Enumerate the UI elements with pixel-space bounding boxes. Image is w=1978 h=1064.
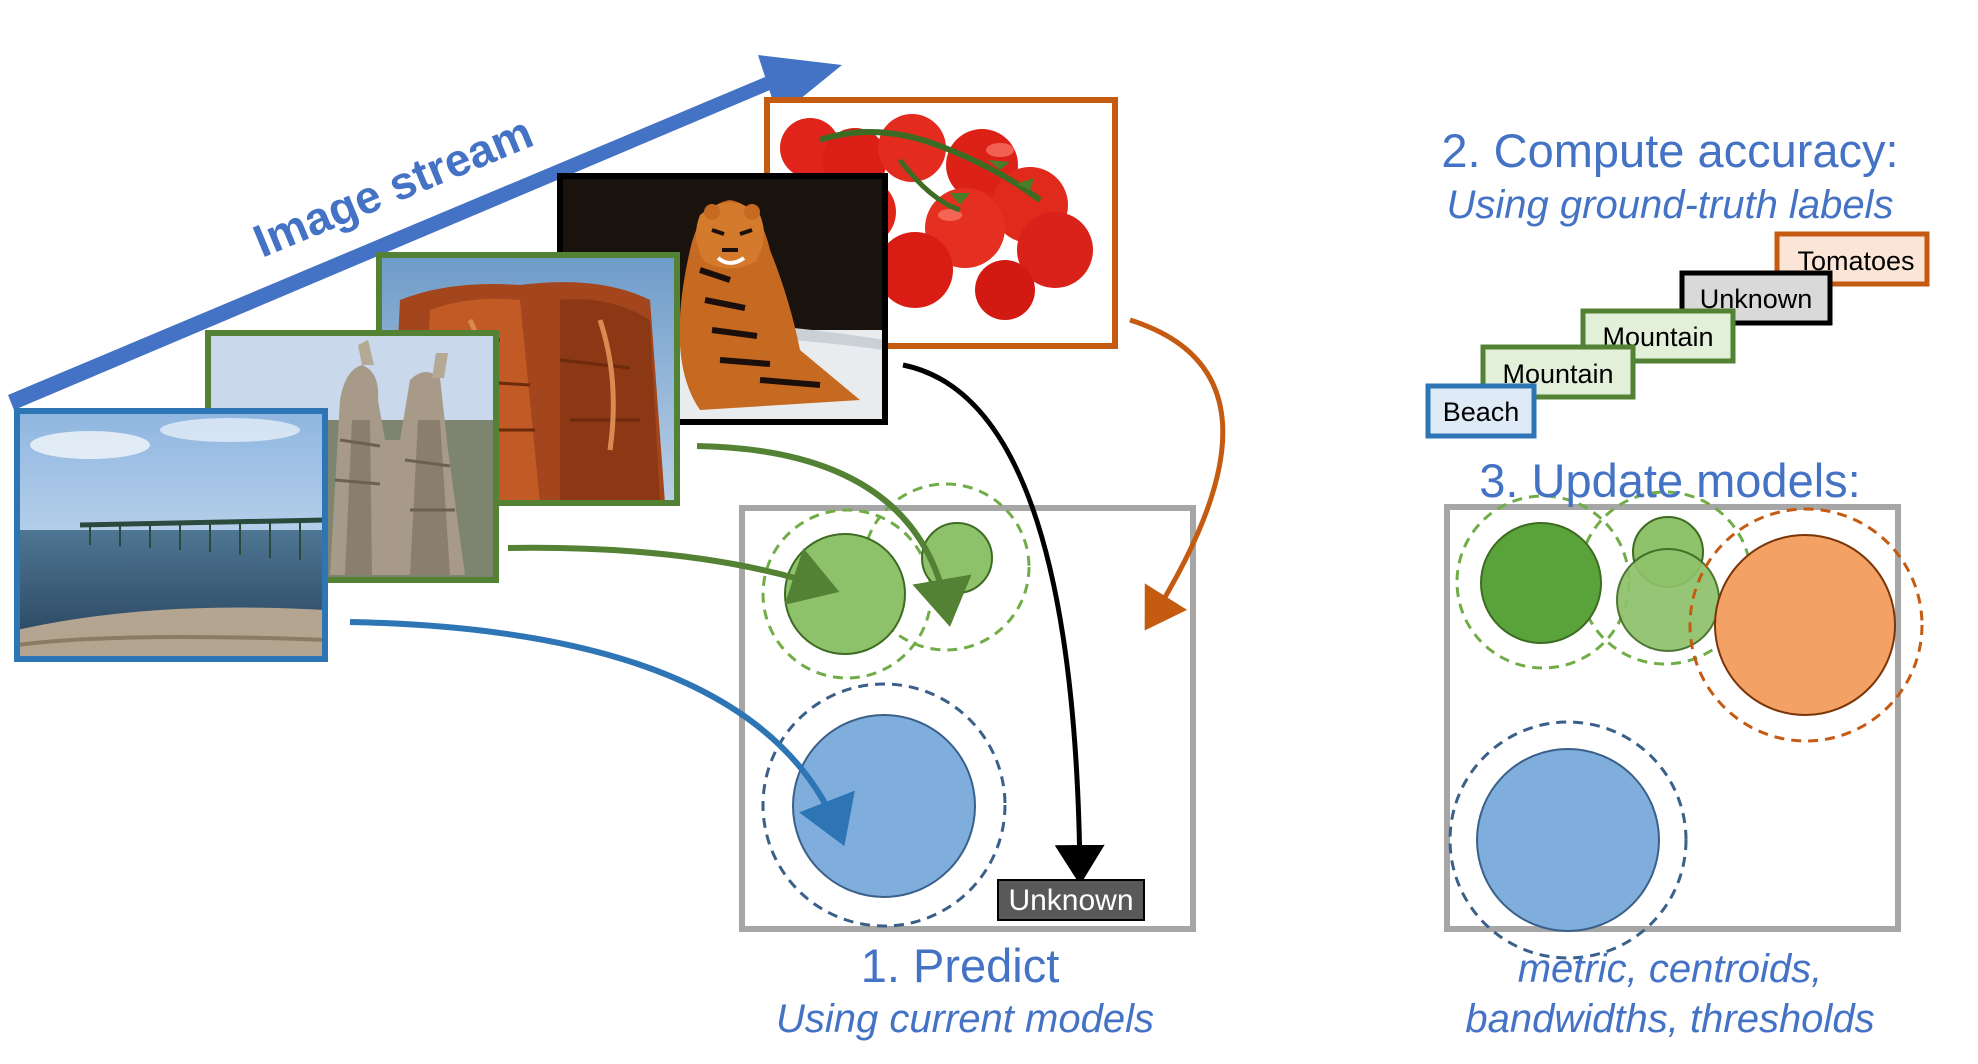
updated-blue-model: [1476, 748, 1660, 932]
tomatoes-to-predict-arrow: [1129, 317, 1226, 631]
ground-truth-label-beach: Beach: [1425, 383, 1537, 439]
ground-truth-label-unknown: Unknown: [1679, 270, 1833, 326]
label-beach-text: Beach: [1443, 397, 1520, 427]
beach-pier-photo: [14, 408, 328, 662]
predict-panel: [739, 482, 1196, 932]
update-caption-line2: bandwidths, thresholds: [1465, 997, 1875, 1041]
updated-orange-model: [1714, 534, 1896, 716]
accuracy-title: 2. Compute accuracy:: [1441, 124, 1899, 177]
updated-blue-boundary: [1448, 720, 1688, 960]
update-title: 3. Update models:: [1479, 454, 1861, 507]
blue-model-boundary: [761, 682, 1007, 928]
unknown-output-label: Unknown: [1008, 884, 1133, 917]
unknown-output-box: Unknown: [997, 879, 1145, 921]
accuracy-subtitle: Using ground-truth labels: [1446, 183, 1894, 227]
updated-orange-boundary: [1688, 507, 1924, 743]
beach-to-predict-arrow: [349, 619, 855, 847]
predict-title: 1. Predict: [860, 939, 1060, 992]
updated-green-2: [1616, 548, 1720, 652]
update-caption-line1: metric, centroids,: [1517, 947, 1823, 991]
updated-green-1: [1480, 522, 1602, 644]
update-panel: [1444, 490, 1924, 960]
mountain1-to-predict-arrow: [507, 544, 840, 605]
blue-model: [792, 714, 976, 898]
predict-subtitle: Using current models: [776, 997, 1154, 1041]
tiger-to-unknown-arrow: [902, 362, 1105, 885]
green-model-large: [784, 533, 906, 655]
mountain2-to-predict-arrow: [696, 443, 972, 627]
